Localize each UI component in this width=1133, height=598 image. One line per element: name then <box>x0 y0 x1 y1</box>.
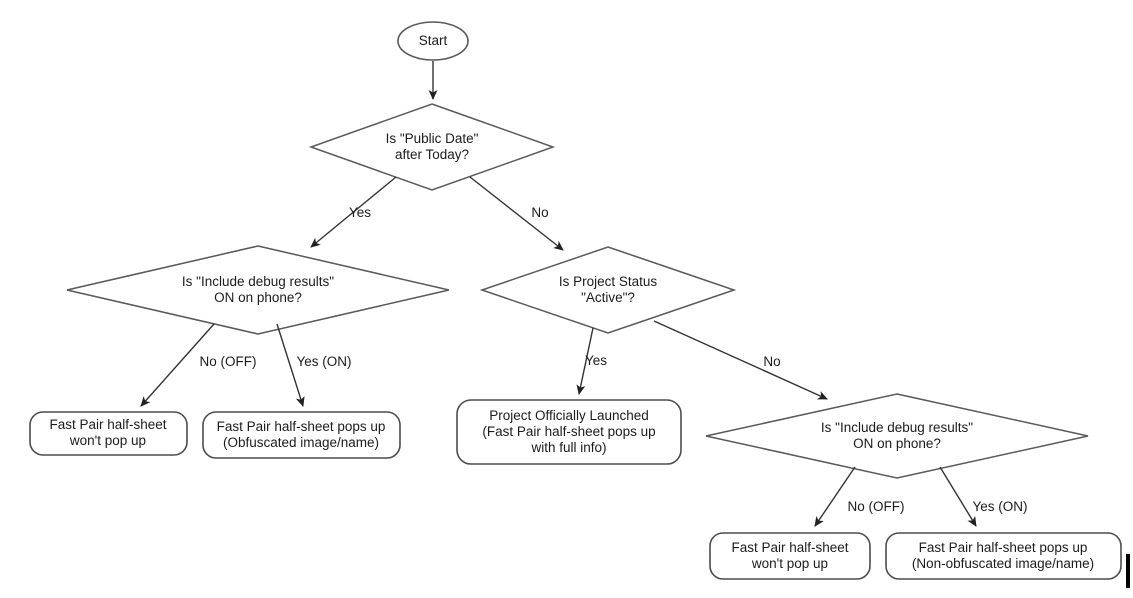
decision-debug-right-shape <box>705 393 1089 479</box>
edge-project-status-yes <box>576 327 594 395</box>
edge-debug-right-yes-on <box>939 466 977 527</box>
outcome-no-popup-left-label: Fast Pair half-sheet won't pop up <box>49 417 167 448</box>
decision-public-date-shape <box>308 103 556 191</box>
decision-project-status-shape <box>479 246 737 334</box>
start-node-label: Start <box>418 33 448 48</box>
outcome-obfuscated-shape <box>202 411 401 459</box>
edge-debug-right-no-off <box>814 466 856 527</box>
decision-debug-right-label: Is "Include debug results" ON on phone? <box>820 420 974 451</box>
outcome-non-obfuscated-shape <box>885 532 1122 580</box>
edge-label-project-status-yes: Yes <box>584 353 608 368</box>
edge-label-public-date-yes: Yes <box>348 205 372 220</box>
outcome-no-popup-left-shape <box>29 411 188 456</box>
edge-public-date-no <box>469 176 564 251</box>
edge-label-public-date-no: No <box>531 205 549 220</box>
edge-label-debug-left-no-off: No (OFF) <box>199 354 257 369</box>
decision-debug-left-shape <box>66 245 450 335</box>
decision-public-date-label: Is "Public Date" after Today? <box>385 131 479 162</box>
edge-label-project-status-no: No <box>763 354 781 369</box>
edge-debug-left-yes-on <box>276 323 305 407</box>
decision-debug-left-label: Is "Include debug results" ON on phone? <box>181 274 335 305</box>
outcome-launched-label: Project Officially Launched (Fast Pair h… <box>482 408 656 455</box>
outcome-non-obfuscated-label: Fast Pair half-sheet pops up (Non-obfusc… <box>911 540 1095 571</box>
edge-label-debug-right-no-off: No (OFF) <box>847 499 905 514</box>
edge-project-status-no <box>653 320 828 400</box>
outcome-no-popup-right-shape <box>709 532 871 580</box>
edge-public-date-yes <box>310 176 397 248</box>
outcome-obfuscated-label: Fast Pair half-sheet pops up (Obfuscated… <box>216 419 386 450</box>
start-node-shape <box>397 21 469 61</box>
outcome-launched-shape <box>456 399 682 465</box>
text-cursor-artifact <box>1126 554 1130 588</box>
edge-label-debug-left-yes-on: Yes (ON) <box>296 354 352 369</box>
outcome-no-popup-right-label: Fast Pair half-sheet won't pop up <box>731 540 849 571</box>
edge-debug-left-no-off <box>140 323 215 407</box>
decision-project-status-label: Is Project Status "Active"? <box>558 274 658 305</box>
edge-label-debug-right-yes-on: Yes (ON) <box>972 499 1028 514</box>
